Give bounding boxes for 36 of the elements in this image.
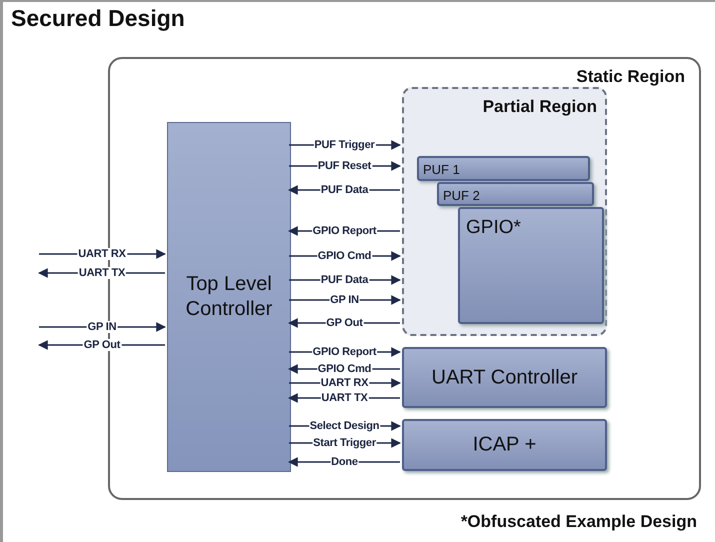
node-label: GPIO* xyxy=(466,217,521,239)
edge-label: PUF Reset xyxy=(316,160,372,172)
node-label: PUF 1 xyxy=(423,162,460,177)
node-label: Top Level Controller xyxy=(184,272,274,322)
node-label: PUF 2 xyxy=(443,188,480,203)
edge-label: Select Design xyxy=(308,420,380,432)
module-box xyxy=(458,207,604,324)
edge-label: UART TX xyxy=(320,392,369,404)
module-box xyxy=(402,419,607,471)
caption: *Obfuscated Example Design xyxy=(460,512,697,532)
module-box xyxy=(417,156,590,181)
node-label: UART Controller xyxy=(430,365,578,390)
edge-label: GPIO Cmd xyxy=(316,250,372,262)
diagram-title: Secured Design xyxy=(11,5,185,32)
node-label: Partial Region xyxy=(482,97,597,117)
edge-label: GP IN xyxy=(86,321,118,333)
edge-label: UART TX xyxy=(78,267,126,279)
edge-label: UART RX xyxy=(320,377,370,389)
edge-label: GP Out xyxy=(325,317,364,329)
edge-label: Done xyxy=(330,456,359,468)
edge-label: PUF Trigger xyxy=(313,139,376,151)
dashed-region-box xyxy=(402,87,607,336)
controller-box xyxy=(167,122,291,472)
node-label: Static Region xyxy=(576,67,685,87)
edge-label: UART RX xyxy=(77,248,127,260)
edge-label: GPIO Report xyxy=(312,346,378,358)
module-box xyxy=(402,347,607,408)
module-box xyxy=(437,182,594,206)
edge-label: GPIO Cmd xyxy=(316,363,372,375)
edge-label: PUF Data xyxy=(320,274,370,286)
edge-label: GP IN xyxy=(329,294,360,306)
edge-label: GP Out xyxy=(82,339,122,351)
node-label: ICAP + xyxy=(472,432,538,458)
edge-label: PUF Data xyxy=(320,184,370,196)
edge-label: GPIO Report xyxy=(312,225,378,237)
edge-label: Start Trigger xyxy=(312,437,377,449)
